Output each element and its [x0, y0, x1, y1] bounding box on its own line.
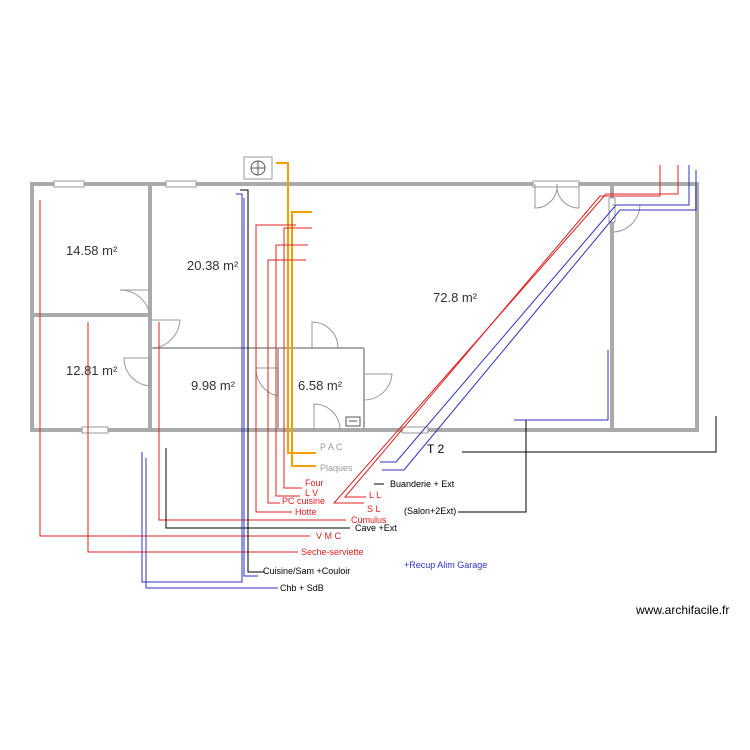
- label-ll: L L: [369, 490, 381, 500]
- circuit-hotte: [255, 224, 296, 513]
- zone-label-t2: T 2: [427, 442, 444, 456]
- label-hotte: Hotte: [295, 507, 317, 517]
- room-area-9-98: 9.98 m²: [191, 378, 236, 393]
- label-lv: L V: [305, 488, 318, 498]
- room-area-6-58: 6.58 m²: [298, 378, 343, 393]
- circuit-salon-2ext: [458, 420, 527, 513]
- circuit-chb-sdb: [141, 193, 278, 589]
- window: [532, 180, 580, 188]
- label-four: Four: [305, 478, 324, 488]
- circuit-pc-cuisine: [267, 259, 306, 504]
- door-swing: [313, 403, 341, 431]
- blue-circuits: [141, 165, 697, 589]
- label-pac: P A C: [320, 442, 343, 452]
- t2-line: [462, 416, 717, 453]
- circuit-cuisine-blue: [243, 198, 258, 577]
- label-salon-2ext: (Salon+2Ext): [404, 506, 456, 516]
- watermark: www.archifacile.fr: [635, 603, 729, 617]
- orange-circuits: [276, 162, 316, 467]
- label-plaques: Plaques: [320, 463, 353, 473]
- circuit-sl: [332, 165, 679, 504]
- label-vmc: V M C: [316, 531, 342, 541]
- circuit-recup: [514, 350, 609, 421]
- circuit-seche-serviette: [87, 322, 298, 553]
- heat-pump-unit-icon: [243, 156, 273, 180]
- door-swing: [119, 289, 151, 317]
- label-buanderie-ext: Buanderie + Ext: [390, 479, 455, 489]
- label-cumulus: Cumulus: [351, 515, 387, 525]
- door-swing: [255, 367, 279, 397]
- label-recup-alim-garage: +Recup Alim Garage: [404, 560, 487, 570]
- circuit-vmc: [39, 200, 310, 537]
- door-swing: [556, 183, 580, 209]
- label-chb-sdb: Chb + SdB: [280, 583, 324, 593]
- circuit-salon-2: [382, 170, 697, 471]
- door-swing: [123, 357, 151, 387]
- black-circuits: [165, 189, 717, 573]
- door-swing: [612, 204, 641, 233]
- circuit-cuisine-sam-couloir: [240, 189, 264, 573]
- circuit-ll: [343, 165, 661, 498]
- circuit-salon: [380, 165, 690, 463]
- label-cuisine-sam-couloir: Cuisine/Sam +Couloir: [263, 566, 350, 576]
- door-swing: [534, 183, 558, 209]
- circuit-lv: [275, 244, 308, 497]
- door-swing: [363, 373, 393, 401]
- window: [401, 426, 429, 434]
- label-cave-ext: Cave +Ext: [355, 523, 397, 533]
- door-swing: [311, 321, 339, 349]
- openings: [53, 180, 616, 434]
- label-pc-cuisine: PC cuisine: [282, 496, 325, 506]
- window: [53, 180, 85, 188]
- circuit-plaques: [291, 211, 316, 467]
- circuit-cave-ext: [165, 448, 350, 529]
- electric-panel-icon: [345, 416, 361, 427]
- room-area-14-58: 14.58 m²: [66, 243, 118, 258]
- door-swings: [119, 183, 641, 431]
- label-seche-serviette: Seche-serviette: [301, 547, 364, 557]
- circuit-cumulus: [158, 322, 346, 521]
- door-swing: [150, 319, 181, 349]
- window: [165, 180, 197, 188]
- window: [81, 426, 109, 434]
- room-area-12-81: 12.81 m²: [66, 363, 118, 378]
- room-area-20-38: 20.38 m²: [187, 258, 239, 273]
- room-area-72-8: 72.8 m²: [433, 290, 478, 305]
- circuit-pac: [276, 162, 316, 454]
- label-sl: S L: [367, 504, 381, 514]
- circuit-four: [283, 227, 312, 489]
- red-circuits: [39, 165, 679, 553]
